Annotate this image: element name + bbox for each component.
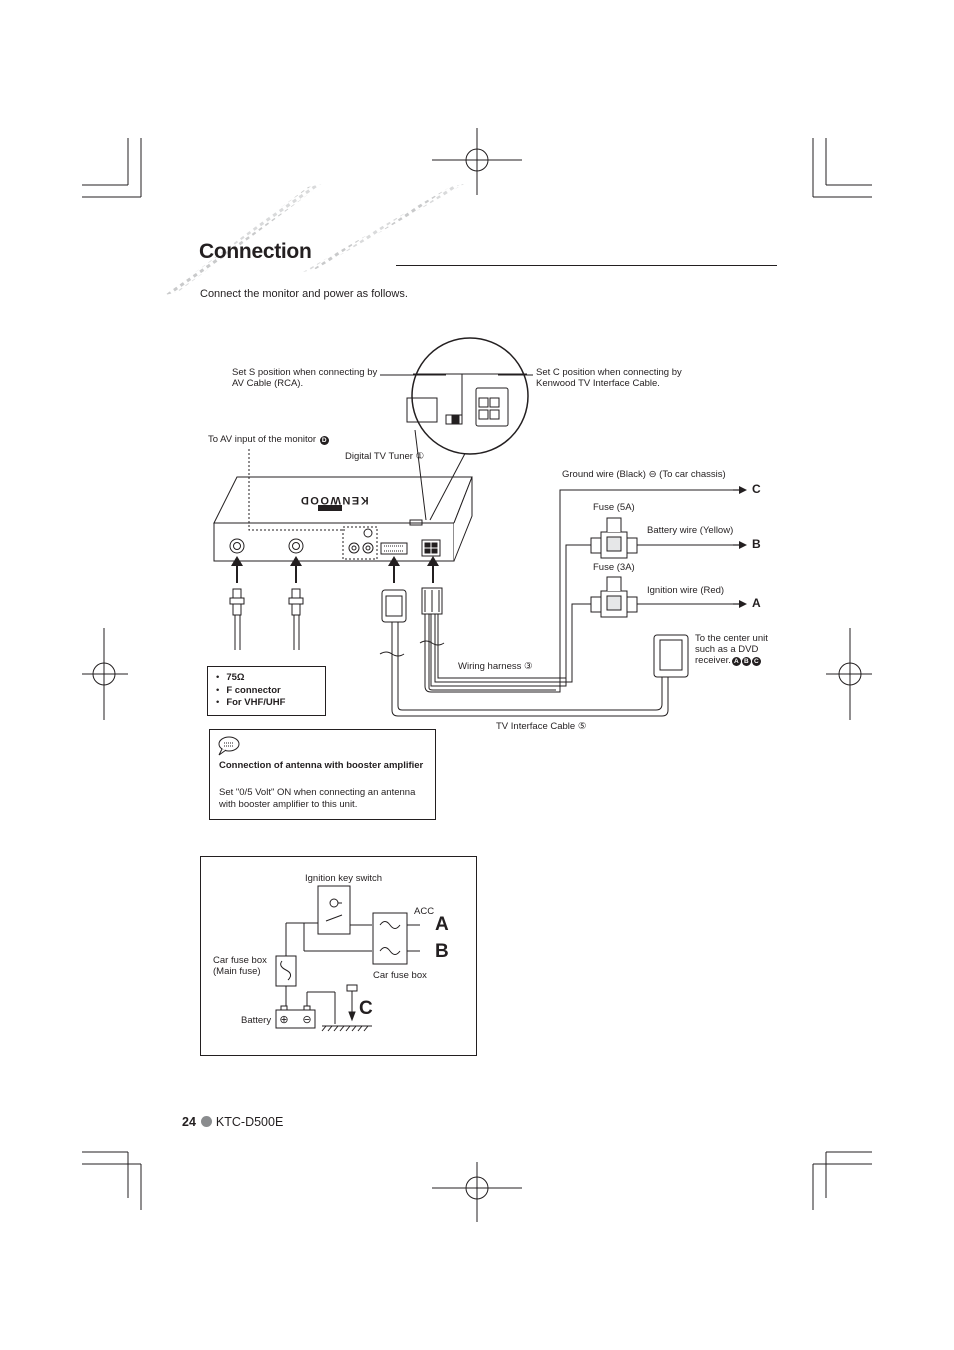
connection-arrows [231,556,439,583]
badge-c: C [751,657,761,666]
cables [379,489,733,717]
note-title: Connection of antenna with booster ampli… [219,760,424,771]
av-input-badge: D [319,436,329,445]
circuit-c-label: C [359,998,373,1019]
note-body: Set "0/5 Volt" ON when connecting an ant… [219,787,416,810]
circuit-box [200,856,477,1056]
circuit-schematic: ⊕ ⊖ [275,885,420,1032]
antenna-plugs [229,588,304,650]
wiring-harness-label: Wiring harness ③ [458,661,533,672]
badge-b: B [741,657,751,666]
switch-s-note: Set S position when connecting by AV Cab… [232,367,378,389]
page-footer: 24 KTC-D500E [182,1115,283,1129]
tuner-label: Digital TV Tuner ① [345,451,425,462]
battery-label: Battery [241,1015,272,1026]
circuit-b-label: B [435,941,449,962]
terminal-a-label: A [752,596,761,610]
tv-interface-cable-label: TV Interface Cable ⑤ [496,721,587,732]
svg-text:⊕: ⊕ [279,1014,288,1026]
model-name: KTC-D500E [215,1115,284,1129]
svg-text:KENWOOD: KENWOOD [299,494,368,506]
page-title: Connection [199,240,312,263]
note-icon [218,736,240,756]
tuner-device: KENWOOD [213,449,473,562]
center-unit-text: To the center unit such as a DVD receive… [695,633,768,666]
circuit-a-label: A [435,914,449,935]
ignition-key-switch-label: Ignition key switch [305,873,383,884]
spec-item: For VHF/UHF [216,697,325,710]
av-input-text: To AV input of the monitor [208,434,317,445]
terminal-b-label: B [752,537,761,551]
registration-marks [82,128,872,1222]
center-unit-label: To the center unit such as a DVD receive… [695,633,785,666]
car-fuse-box-label: Car fuse box [373,970,427,981]
title-rule [396,265,777,266]
svg-text:⊖: ⊖ [302,1014,311,1026]
tread-decoration [165,184,464,295]
badge-a: A [731,657,741,666]
fuse-3a-label: Fuse (3A) [593,562,635,573]
fuse-5a-label: Fuse (5A) [593,502,635,513]
terminal-arrows [733,486,747,608]
ground-wire-label: Ground wire (Black) ⊖ (To car chassis) [562,469,726,480]
intro-text: Connect the monitor and power as follows… [200,288,408,300]
bullet-icon [200,1116,212,1127]
page-number: 24 [182,1115,196,1129]
antenna-spec-box: 75Ω F connector For VHF/UHF [207,666,326,716]
av-input-label: To AV input of the monitor D [208,434,329,445]
battery-wire-label: Battery wire (Yellow) [647,525,734,536]
spec-item: 75Ω [216,672,325,685]
main-fuse-label: Car fuse box (Main fuse) [213,955,267,977]
booster-note-box: Connection of antenna with booster ampli… [209,729,436,820]
acc-label: ACC [414,906,435,917]
switch-zoom-callout [380,337,533,521]
ignition-wire-label: Ignition wire (Red) [647,585,725,596]
switch-c-note: Set C position when connecting by Kenwoo… [536,367,682,389]
crop-marks [82,138,872,1210]
terminal-c-label: C [752,482,761,496]
spec-item: F connector [216,685,325,698]
